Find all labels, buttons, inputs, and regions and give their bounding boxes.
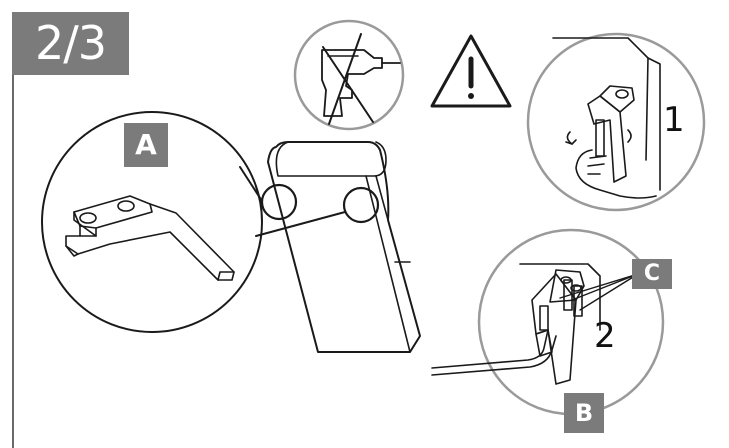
sofa-armrest [260,141,421,353]
page-left-rule [12,75,14,448]
detail-circle-step-1 [526,32,706,212]
detail-circle-a [41,111,346,333]
part-label-b: B [564,393,604,433]
part-label-a: A [124,123,168,167]
sub-step-number-1: 1 [663,100,685,140]
step-indicator: 2/3 [12,12,129,75]
bracket-part [65,195,235,281]
warning-triangle-icon [430,34,512,108]
part-label-c: C [632,259,672,289]
no-power-drill-icon [293,19,405,131]
detail-circle-step-2 [431,228,665,416]
sub-step-number-2: 2 [594,316,616,356]
